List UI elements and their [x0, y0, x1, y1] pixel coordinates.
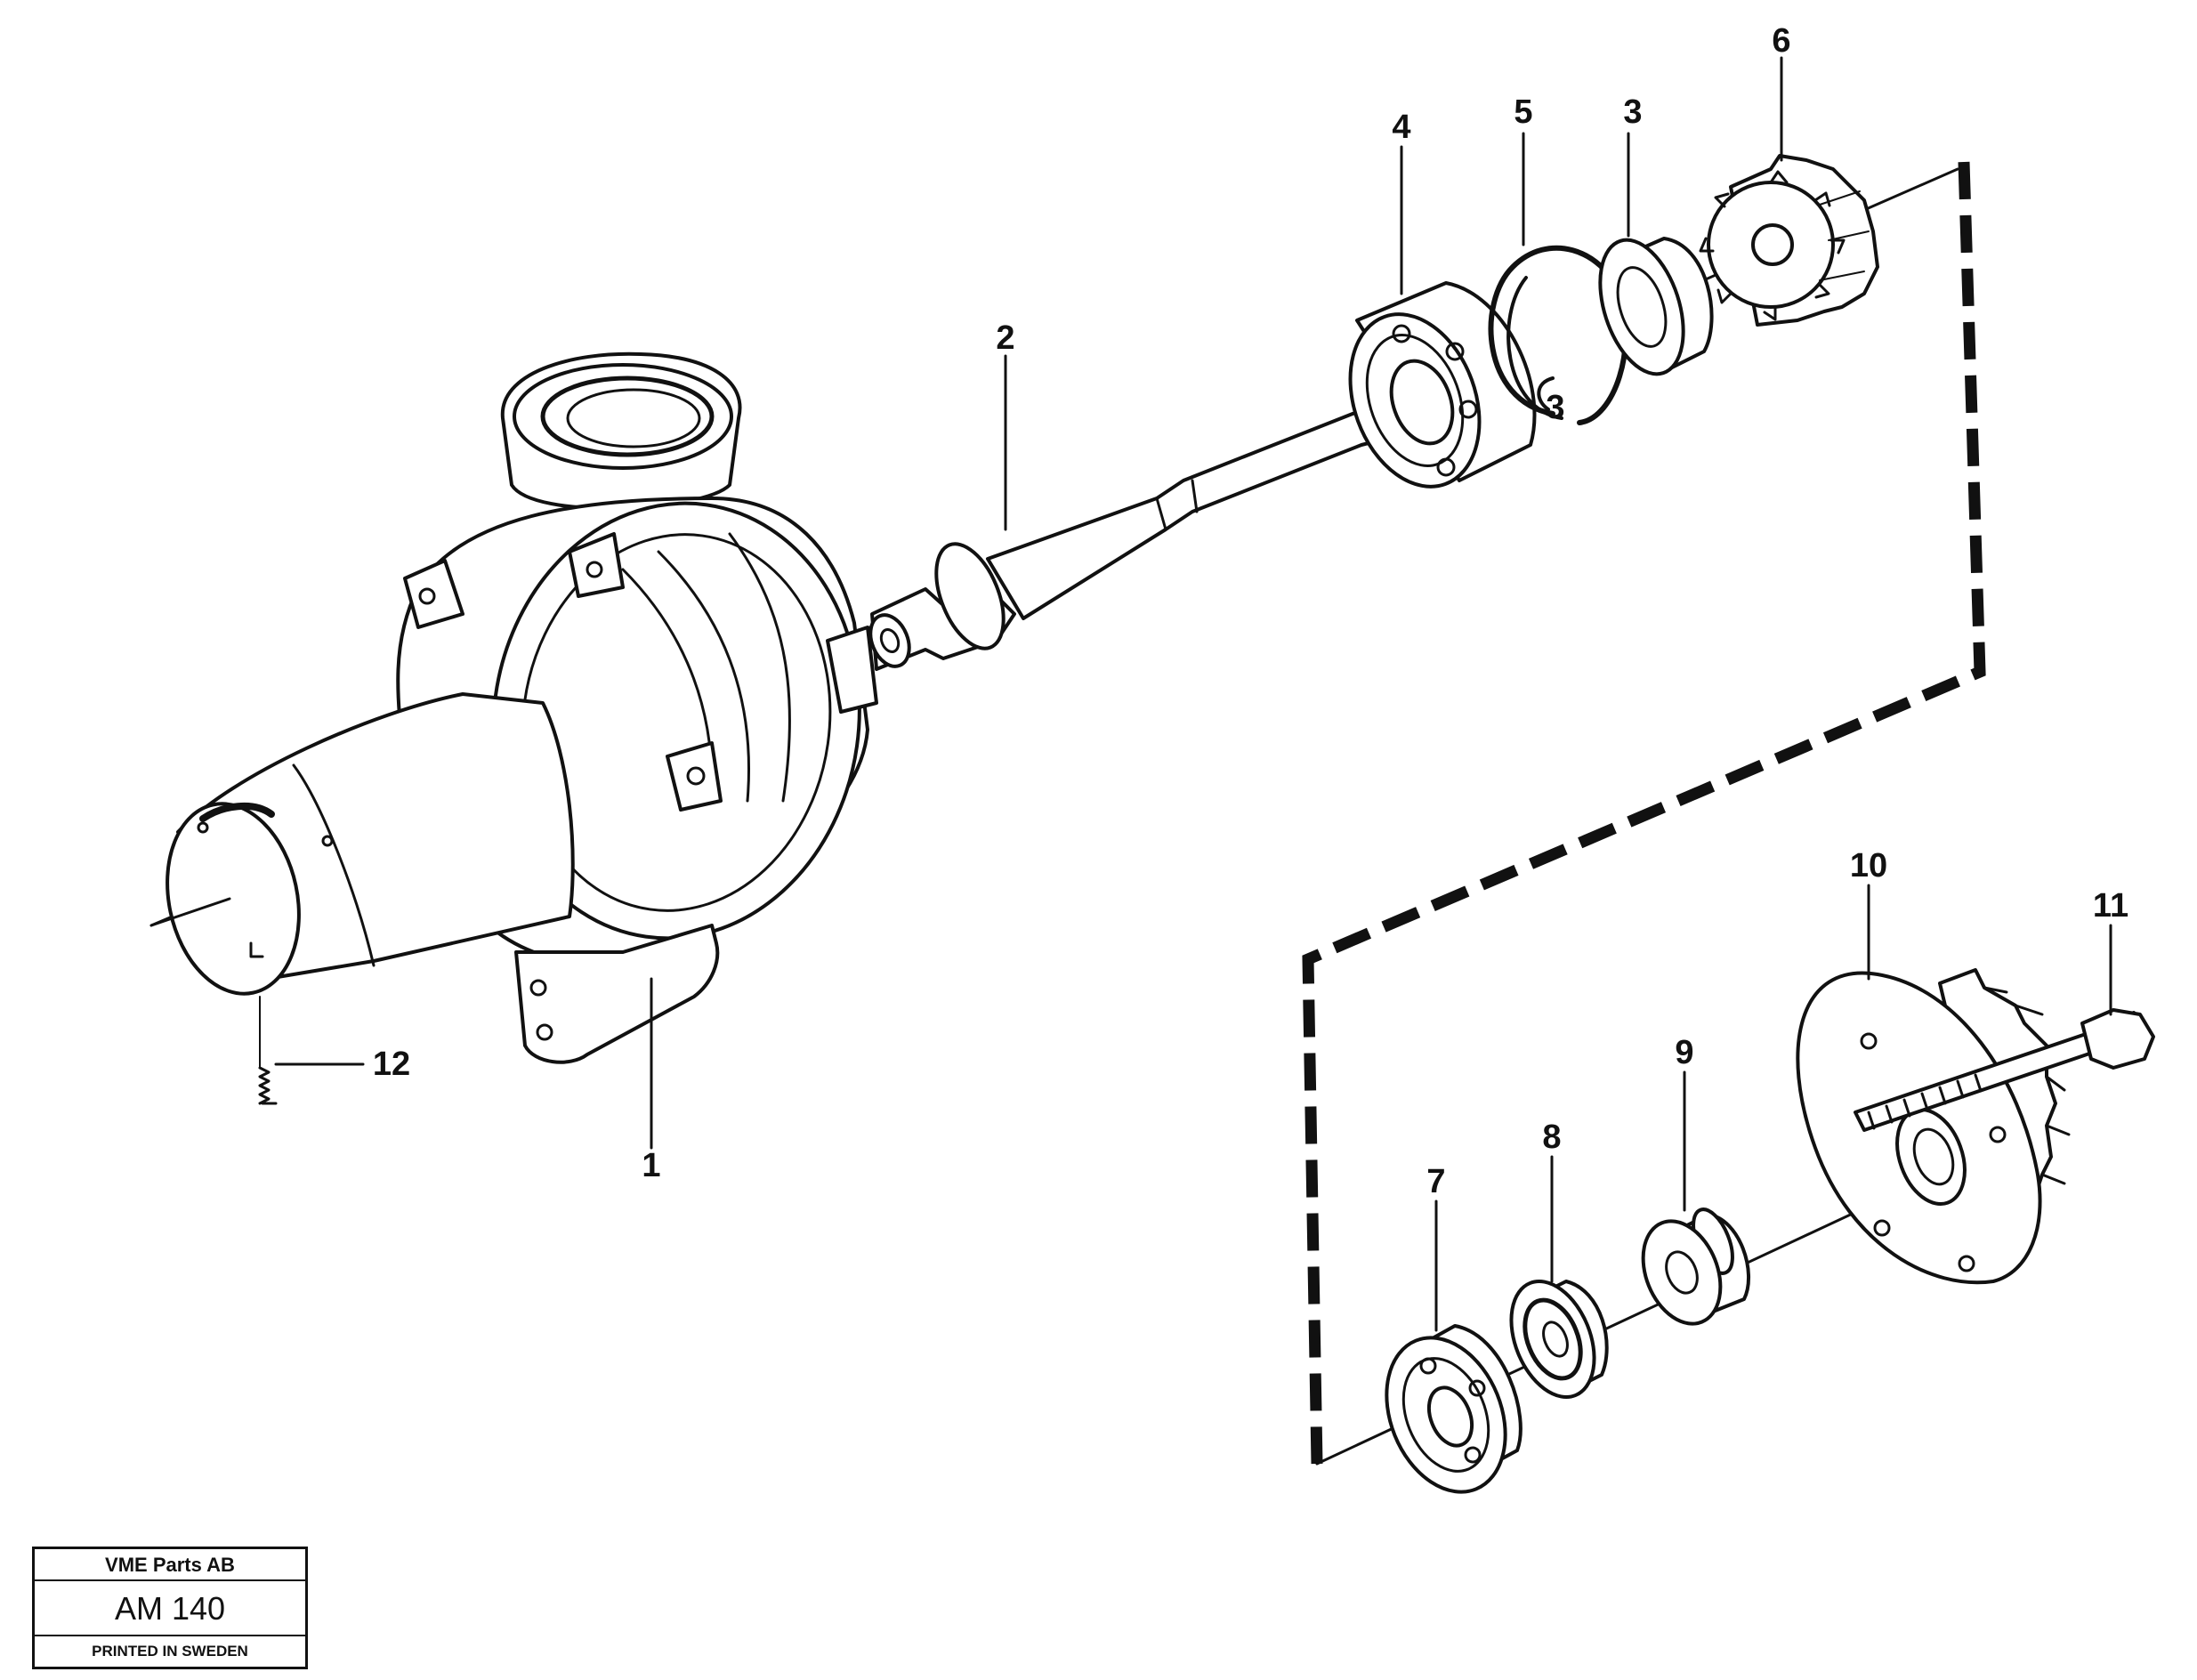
- callout-9: 9: [1675, 1034, 1693, 1071]
- callout-3-small: 3: [1546, 389, 1564, 426]
- sleeve-part: [1641, 1208, 1750, 1326]
- callout-4: 4: [1392, 109, 1410, 146]
- callout-6: 6: [1772, 22, 1790, 60]
- seal-part: [1509, 1280, 1609, 1399]
- pump-housing-part: [149, 351, 878, 1064]
- title-block-company: VME Parts AB: [35, 1549, 305, 1581]
- circlip-part: [1488, 245, 1628, 425]
- small-circlip-part: [1537, 376, 1555, 411]
- callout-3: 3: [1623, 93, 1642, 131]
- impeller-part: [1796, 968, 2071, 1285]
- callout-10: 10: [1850, 847, 1887, 884]
- callout-12: 12: [373, 1046, 410, 1083]
- callout-2: 2: [996, 319, 1014, 357]
- ball-bearing-lower-part: [1385, 1324, 1523, 1494]
- connector-dashed-frame: [1302, 161, 1986, 1465]
- leader-lines: [274, 56, 2112, 1332]
- shaft-part: [868, 403, 1399, 671]
- callout-11: 11: [2093, 887, 2128, 925]
- ball-bearing-upper-part: [1348, 281, 1537, 489]
- callout-1: 1: [642, 1147, 660, 1184]
- callout-7: 7: [1426, 1163, 1445, 1200]
- title-block-code: AM 140: [35, 1581, 305, 1636]
- spacer-ring-part: [1598, 237, 1714, 376]
- title-block-printed: PRINTED IN SWEDEN: [92, 1643, 248, 1660]
- gear-part: [1699, 154, 1879, 327]
- callout-labels: 1 2 3 3 4 5 6 7 8 9 10 11 12: [373, 22, 2128, 1200]
- bolt-part: [1854, 1008, 2155, 1132]
- callout-8: 8: [1542, 1119, 1561, 1156]
- title-block: VME Parts AB AM 140 PRINTED IN SWEDEN: [32, 1547, 308, 1669]
- plug-screw-part: [258, 996, 278, 1105]
- callout-5: 5: [1514, 93, 1532, 131]
